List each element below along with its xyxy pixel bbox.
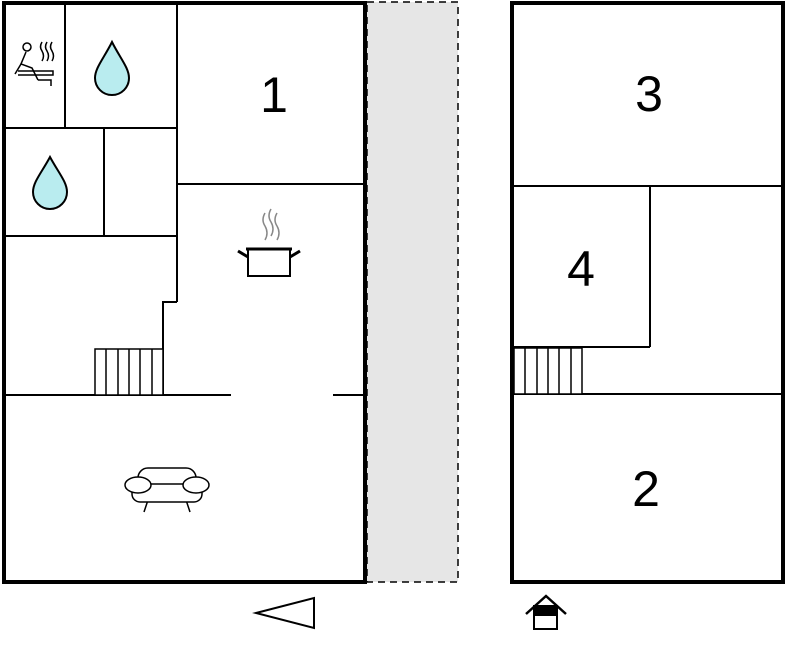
left-building: 1 (2, 1, 367, 584)
right-building-outline (510, 1, 785, 584)
entrance-arrow-icon (252, 596, 315, 630)
stairs-icon (94, 348, 164, 396)
room-label-2: 2 (632, 461, 660, 517)
walkway (366, 1, 459, 583)
cooking-pot-icon (237, 208, 301, 277)
room-label-1: 1 (260, 67, 288, 123)
water-drop-icon (93, 39, 131, 96)
sofa-icon (124, 467, 210, 513)
water-drop-icon (31, 154, 69, 210)
left-building-outline (2, 1, 367, 584)
right-building: 3 4 2 (510, 1, 785, 584)
room-label-3: 3 (635, 66, 663, 122)
sauna-icon (14, 41, 55, 86)
room-label-4: 4 (567, 241, 595, 297)
stairs-icon (513, 347, 583, 395)
house-entrance-icon (525, 594, 567, 630)
